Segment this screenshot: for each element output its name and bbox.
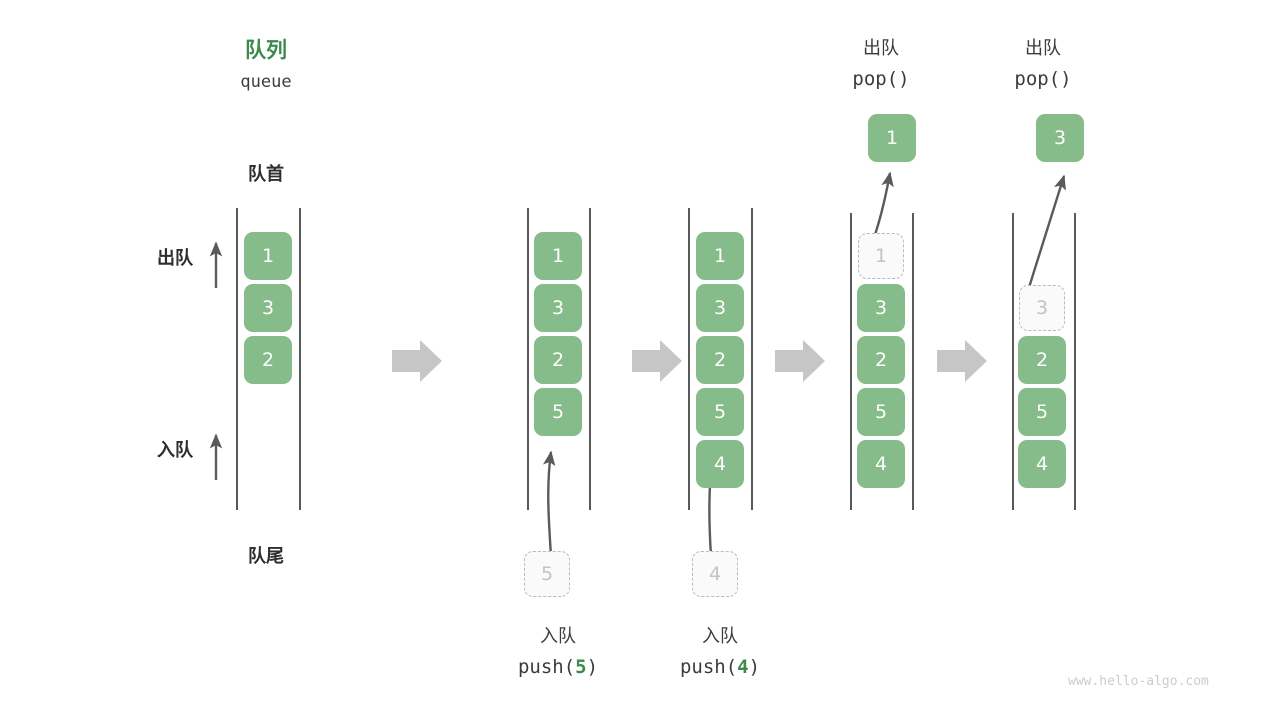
push-code-prefix: push( xyxy=(679,656,738,678)
queue-rail-right-step4 xyxy=(912,213,914,510)
queue-cell: 2 xyxy=(696,336,744,384)
queue-cell: 5 xyxy=(696,388,744,436)
queue-cell: 2 xyxy=(244,336,292,384)
queue-cell: 2 xyxy=(534,336,582,384)
queue-cell: 5 xyxy=(1018,388,1066,436)
push-caption-cn-step3: 入队 xyxy=(702,626,738,647)
queue-cell: 3 xyxy=(857,284,905,332)
push-code-arg: 4 xyxy=(737,656,749,678)
queue-cell: 4 xyxy=(696,440,744,488)
push-caption-cn-step2: 入队 xyxy=(540,626,576,647)
popped-ghost-cell: 3 xyxy=(1019,285,1065,331)
push-caption-code-step2: push(5) xyxy=(488,656,628,678)
transition-arrow-2 xyxy=(632,340,682,382)
push-code-prefix: push( xyxy=(517,656,576,678)
front-label: 队首 xyxy=(248,164,284,185)
pop-header-cn-step4: 出队 xyxy=(863,38,899,59)
transition-arrow-1 xyxy=(392,340,442,382)
queue-rail-left-step1 xyxy=(236,208,238,510)
pending-push-cell: 4 xyxy=(692,551,738,597)
queue-cell: 3 xyxy=(696,284,744,332)
pending-push-cell: 5 xyxy=(524,551,570,597)
watermark: www.hello-algo.com xyxy=(1068,674,1209,689)
queue-rail-left-step4 xyxy=(850,213,852,510)
rear-label: 队尾 xyxy=(248,546,284,567)
queue-cell: 2 xyxy=(857,336,905,384)
popped-cell: 1 xyxy=(868,114,916,162)
queue-rail-left-step3 xyxy=(688,208,690,510)
queue-cell: 5 xyxy=(534,388,582,436)
enqueue-side-label: 入队 xyxy=(157,440,193,461)
pop-header-cn-step5: 出队 xyxy=(1025,38,1061,59)
pop-header-code-step5: pop() xyxy=(1014,68,1072,90)
queue-cell: 1 xyxy=(696,232,744,280)
push-arrow-step2 xyxy=(542,450,556,557)
queue-rail-left-step2 xyxy=(527,208,529,510)
queue-rail-right-step5 xyxy=(1074,213,1076,510)
popped-cell: 3 xyxy=(1036,114,1084,162)
queue-cell: 2 xyxy=(1018,336,1066,384)
popped-ghost-cell: 1 xyxy=(858,233,904,279)
pop-header-code-step4: pop() xyxy=(852,68,910,90)
queue-cell: 5 xyxy=(857,388,905,436)
queue-cell: 1 xyxy=(244,232,292,280)
queue-title-cn: 队列 xyxy=(245,38,287,62)
queue-rail-right-step3 xyxy=(751,208,753,510)
dequeue-side-label: 出队 xyxy=(157,248,193,269)
queue-title-en: queue xyxy=(240,72,292,92)
queue-cell: 1 xyxy=(534,232,582,280)
transition-arrow-4 xyxy=(937,340,987,382)
queue-rail-right-step1 xyxy=(299,208,301,510)
push-code-suffix: ) xyxy=(748,656,761,678)
queue-cell: 3 xyxy=(244,284,292,332)
push-code-suffix: ) xyxy=(586,656,599,678)
push-caption-code-step3: push(4) xyxy=(650,656,790,678)
pop-arrow-step5 xyxy=(1025,174,1066,295)
transition-arrow-3 xyxy=(775,340,825,382)
queue-rail-right-step2 xyxy=(589,208,591,510)
queue-cell: 4 xyxy=(1018,440,1066,488)
queue-cell: 4 xyxy=(857,440,905,488)
queue-cell: 3 xyxy=(534,284,582,332)
push-code-arg: 5 xyxy=(575,656,587,678)
queue-rail-left-step5 xyxy=(1012,213,1014,510)
